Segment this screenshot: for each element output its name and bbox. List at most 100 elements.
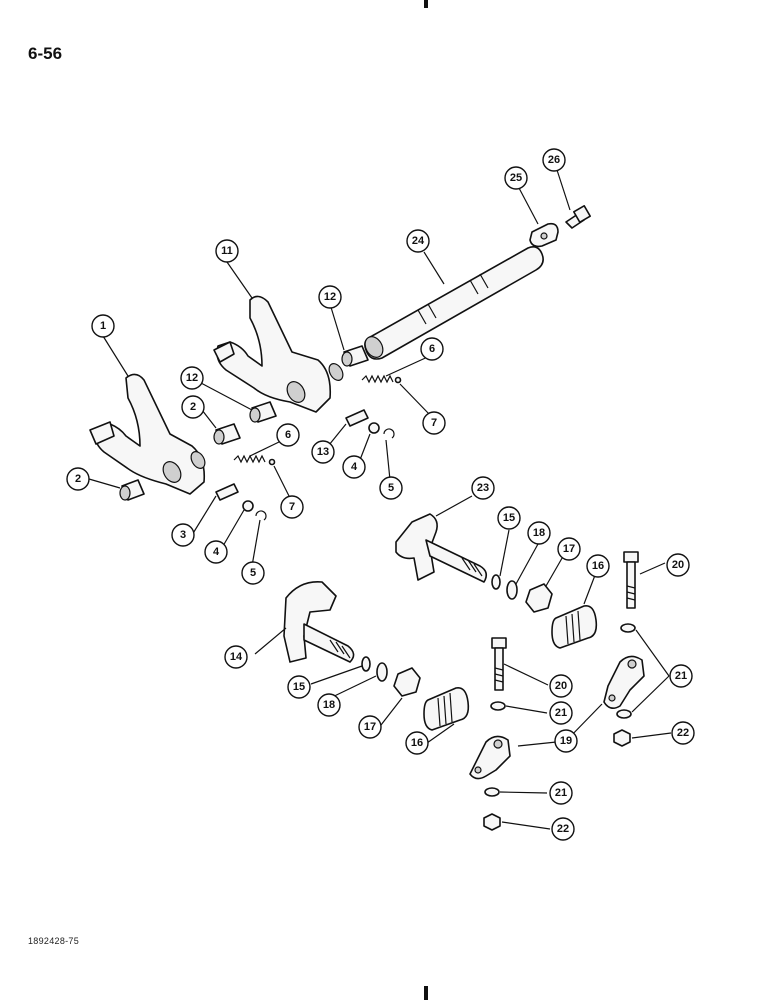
callout-21: 21 bbox=[669, 664, 693, 688]
svg-text:26: 26 bbox=[548, 154, 560, 166]
lock-nut-lower bbox=[483, 813, 501, 831]
top-registration-mark bbox=[424, 0, 428, 8]
callout-15: 15 bbox=[497, 506, 521, 530]
svg-text:15: 15 bbox=[293, 681, 305, 693]
svg-text:15: 15 bbox=[503, 512, 515, 524]
svg-text:4: 4 bbox=[351, 461, 358, 473]
bracket-upper bbox=[603, 655, 645, 710]
callout-22: 22 bbox=[551, 817, 575, 841]
callout-11: 11 bbox=[215, 239, 239, 263]
retaining-plate bbox=[529, 222, 559, 248]
detent-spring-upper bbox=[361, 374, 394, 384]
callout-21: 21 bbox=[549, 701, 573, 725]
lock-nut-upper bbox=[613, 729, 631, 747]
svg-text:6: 6 bbox=[429, 343, 435, 355]
callout-12: 12 bbox=[318, 285, 342, 309]
svg-text:12: 12 bbox=[324, 291, 336, 303]
callout-7: 7 bbox=[422, 411, 446, 435]
callout-7: 7 bbox=[280, 495, 304, 519]
callout-17: 17 bbox=[358, 715, 382, 739]
figure-reference-id: 1892428-75 bbox=[28, 936, 80, 946]
svg-text:22: 22 bbox=[557, 823, 569, 835]
svg-text:20: 20 bbox=[555, 680, 567, 692]
svg-text:18: 18 bbox=[323, 699, 335, 711]
callout-12: 12 bbox=[180, 366, 204, 390]
svg-text:21: 21 bbox=[555, 787, 567, 799]
callout-20: 20 bbox=[666, 553, 690, 577]
svg-text:5: 5 bbox=[250, 567, 256, 579]
callout-20: 20 bbox=[549, 674, 573, 698]
svg-text:17: 17 bbox=[364, 721, 376, 733]
callout-2: 2 bbox=[181, 395, 205, 419]
callout-6: 6 bbox=[276, 423, 300, 447]
callout-22: 22 bbox=[671, 721, 695, 745]
svg-text:4: 4 bbox=[213, 546, 220, 558]
callout-25: 25 bbox=[504, 166, 528, 190]
svg-text:14: 14 bbox=[230, 651, 243, 663]
plate-bolt bbox=[565, 205, 591, 229]
detent-ball-upper bbox=[394, 376, 402, 384]
svg-text:5: 5 bbox=[388, 482, 394, 494]
nut-upper bbox=[525, 583, 553, 613]
pin-upper bbox=[345, 409, 369, 427]
snap-ring-lower bbox=[361, 656, 371, 672]
shift-lever-lower bbox=[283, 581, 355, 663]
threaded-bushing-lower bbox=[423, 686, 470, 731]
callout-19: 19 bbox=[554, 729, 578, 753]
svg-text:16: 16 bbox=[592, 560, 604, 572]
svg-text:7: 7 bbox=[431, 417, 437, 429]
callout-16: 16 bbox=[586, 554, 610, 578]
svg-text:6: 6 bbox=[285, 429, 291, 441]
svg-text:22: 22 bbox=[677, 727, 689, 739]
pin-lower bbox=[215, 483, 239, 501]
svg-text:2: 2 bbox=[190, 401, 196, 413]
bolt-upper bbox=[623, 551, 639, 609]
bolt-lower bbox=[491, 637, 507, 691]
flat-washer-b bbox=[616, 709, 632, 719]
svg-text:21: 21 bbox=[555, 707, 567, 719]
page-number: 6-56 bbox=[28, 44, 63, 63]
roller-lower bbox=[242, 500, 254, 512]
callout-17: 17 bbox=[557, 537, 581, 561]
svg-text:20: 20 bbox=[672, 559, 684, 571]
callout-14: 14 bbox=[224, 645, 248, 669]
flat-washer-a bbox=[620, 623, 636, 633]
callout-18: 18 bbox=[317, 693, 341, 717]
svg-text:17: 17 bbox=[563, 543, 575, 555]
svg-text:24: 24 bbox=[412, 235, 425, 247]
callout-26: 26 bbox=[542, 148, 566, 172]
svg-text:16: 16 bbox=[411, 737, 423, 749]
washer-lower bbox=[376, 662, 388, 682]
detent-spring-lower bbox=[233, 454, 266, 464]
callout-1: 1 bbox=[91, 314, 115, 338]
svg-text:25: 25 bbox=[510, 172, 522, 184]
callout-4: 4 bbox=[342, 455, 366, 479]
svg-text:19: 19 bbox=[560, 735, 572, 747]
shift-fork-upper bbox=[213, 295, 344, 413]
shift-lever-upper bbox=[395, 513, 488, 583]
svg-text:21: 21 bbox=[675, 670, 687, 682]
leader-lines bbox=[88, 169, 672, 830]
svg-text:12: 12 bbox=[186, 372, 198, 384]
svg-text:2: 2 bbox=[75, 473, 81, 485]
bushing-upper-right bbox=[341, 345, 369, 367]
bracket-lower bbox=[469, 735, 511, 780]
svg-text:1: 1 bbox=[100, 320, 106, 332]
callout-23: 23 bbox=[471, 476, 495, 500]
roller-upper bbox=[368, 422, 380, 434]
callout-18: 18 bbox=[527, 521, 551, 545]
callout-5: 5 bbox=[241, 561, 265, 585]
callout-2: 2 bbox=[66, 467, 90, 491]
bottom-registration-mark bbox=[424, 986, 428, 1000]
snap-ring-upper bbox=[491, 574, 501, 590]
callout-16: 16 bbox=[405, 731, 429, 755]
clip-lower bbox=[255, 510, 267, 521]
clip-upper bbox=[383, 428, 395, 439]
callout-13: 13 bbox=[311, 440, 335, 464]
svg-text:23: 23 bbox=[477, 482, 489, 494]
svg-text:7: 7 bbox=[289, 501, 295, 513]
threaded-bushing-upper bbox=[551, 604, 598, 649]
shift-rail bbox=[364, 246, 544, 360]
bushing-lower-mid bbox=[213, 423, 241, 445]
